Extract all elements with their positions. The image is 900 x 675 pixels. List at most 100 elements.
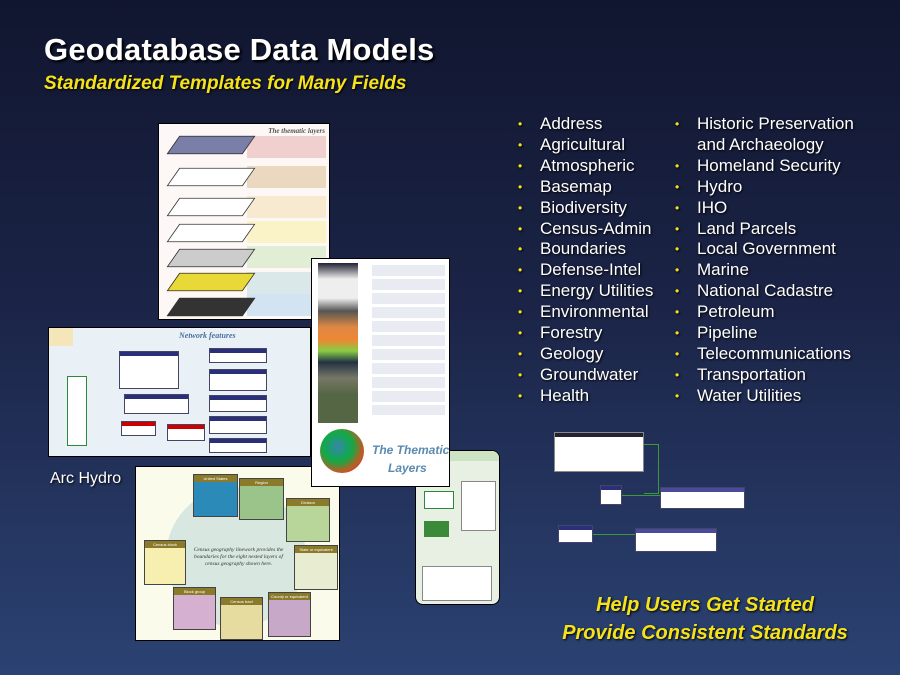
data-model-label: Hydro: [697, 176, 743, 196]
globe-thematic-layers-poster: The Thematic Layers: [311, 258, 450, 487]
bullet-icon: •: [518, 284, 523, 299]
data-model-item: • Transportation: [675, 365, 867, 386]
bullet-icon: •: [675, 263, 680, 278]
bullet-icon: •: [518, 346, 523, 361]
data-model-item: • IHO: [675, 198, 867, 219]
bullet-icon: •: [675, 117, 680, 131]
network-features-poster: Network features: [48, 327, 311, 457]
map-caption: County or equivalent: [269, 593, 310, 600]
data-model-label: Biodiversity: [540, 197, 627, 217]
bullet-icon: •: [518, 388, 523, 403]
geodatabase-design-poster: [415, 450, 500, 605]
slide-subtitle: Standardized Templates for Many Fields: [44, 73, 407, 94]
bullet-icon: •: [518, 326, 523, 341]
data-model-label: Land Parcels: [697, 218, 797, 238]
poster-title: The Thematic: [372, 443, 450, 457]
bullet-icon: •: [518, 221, 523, 236]
data-model-label: Water Utilities: [697, 385, 802, 405]
data-model-item: • Health: [518, 386, 653, 407]
data-model-item: • Petroleum: [675, 302, 867, 323]
data-model-item: • Defense-Intel: [518, 260, 653, 281]
data-model-item: • Census-Admin: [518, 219, 653, 240]
data-model-label: Transportation: [697, 364, 806, 384]
map-caption: Census tract: [221, 598, 262, 605]
data-model-item: • Local Government: [675, 239, 867, 260]
data-model-label: Health: [540, 385, 590, 405]
map-caption: Region: [240, 479, 283, 486]
bullet-icon: •: [518, 137, 523, 152]
bullet-icon: •: [675, 221, 680, 236]
map-caption: Census block: [145, 541, 185, 548]
data-model-item: • Historic Preservation and Archaeology: [675, 114, 867, 156]
data-model-label: Address: [540, 114, 603, 133]
bullet-icon: •: [518, 367, 523, 382]
bullet-icon: •: [518, 117, 523, 131]
data-model-item: • Energy Utilities: [518, 281, 653, 302]
data-models-list-1: •Address•Agricultural•Atmospheric•Basema…: [518, 114, 653, 407]
census-caption: Census geography linework provides the b…: [193, 547, 284, 567]
map-caption: Block group: [174, 588, 215, 595]
data-model-item: • Forestry: [518, 323, 653, 344]
data-model-label: Telecommunications: [697, 343, 852, 363]
arc-hydro-label: Arc Hydro: [50, 470, 122, 487]
bullet-icon: •: [675, 242, 680, 257]
bullet-icon: •: [518, 263, 523, 278]
bullet-icon: •: [518, 158, 523, 173]
data-model-label: Homeland Security: [697, 155, 841, 175]
data-model-item: •Environmental: [518, 302, 653, 323]
data-model-label: Forestry: [540, 323, 603, 343]
census-geography-poster: Census geography linework provides the b…: [135, 466, 340, 641]
slide-title: Geodatabase Data Models: [44, 32, 435, 67]
data-model-item: • Geology: [518, 344, 653, 365]
poster-title: Layers: [388, 461, 427, 475]
bullet-icon: •: [675, 284, 680, 299]
data-model-item: • Boundaries: [518, 239, 653, 260]
data-model-item: • Groundwater: [518, 365, 653, 386]
data-model-item: • Hydro: [675, 177, 867, 198]
data-model-item: • Land Parcels: [675, 219, 867, 240]
bullet-icon: •: [675, 200, 680, 215]
data-model-item: • Pipeline: [675, 323, 867, 344]
data-model-label: Geology: [540, 343, 604, 363]
bullet-icon: •: [518, 200, 523, 215]
data-model-label: Local Government: [697, 239, 836, 259]
data-models-list-2: •Historic Preservation and Archaeology•H…: [675, 114, 867, 407]
schema-diagram: [540, 430, 750, 552]
data-model-item: • National Cadastre: [675, 281, 867, 302]
data-model-item: •Atmospheric: [518, 156, 653, 177]
data-model-label: Groundwater: [540, 364, 639, 384]
data-model-label: Pipeline: [697, 323, 758, 343]
bullet-icon: •: [675, 388, 680, 403]
thematic-layers-poster: The thematic layers: [158, 123, 330, 320]
map-caption: Division: [287, 499, 329, 506]
bullet-icon: •: [675, 305, 680, 320]
data-model-item: •Agricultural: [518, 135, 653, 156]
data-model-label: National Cadastre: [697, 281, 834, 301]
poster-title: Network features: [179, 331, 236, 340]
bullet-icon: •: [675, 179, 680, 194]
data-model-label: Basemap: [540, 176, 612, 196]
data-model-label: Boundaries: [540, 239, 627, 259]
map-caption: United States: [194, 475, 237, 482]
data-model-item: • Biodiversity: [518, 198, 653, 219]
data-model-label: Marine: [697, 260, 749, 280]
poster-title: The thematic layers: [268, 127, 325, 135]
data-model-label: Historic Preservation and Archaeology: [697, 114, 854, 154]
data-model-item: •Homeland Security: [675, 156, 867, 177]
tagline-2: Provide Consistent Standards: [562, 622, 848, 644]
bullet-icon: •: [518, 179, 523, 194]
data-model-item: • Water Utilities: [675, 386, 867, 407]
tagline-1: Help Users Get Started: [596, 594, 814, 616]
data-model-item: •Telecommunications: [675, 344, 867, 365]
data-model-label: Defense-Intel: [540, 260, 642, 280]
data-model-item: • Address: [518, 114, 653, 135]
data-model-label: IHO: [697, 197, 728, 217]
bullet-icon: •: [518, 305, 523, 320]
bullet-icon: •: [675, 367, 680, 382]
data-model-label: Census-Admin: [540, 218, 652, 238]
data-model-label: Energy Utilities: [540, 281, 654, 301]
data-model-item: • Basemap: [518, 177, 653, 198]
bullet-icon: •: [675, 326, 680, 341]
bullet-icon: •: [518, 242, 523, 257]
data-model-label: Petroleum: [697, 302, 775, 322]
